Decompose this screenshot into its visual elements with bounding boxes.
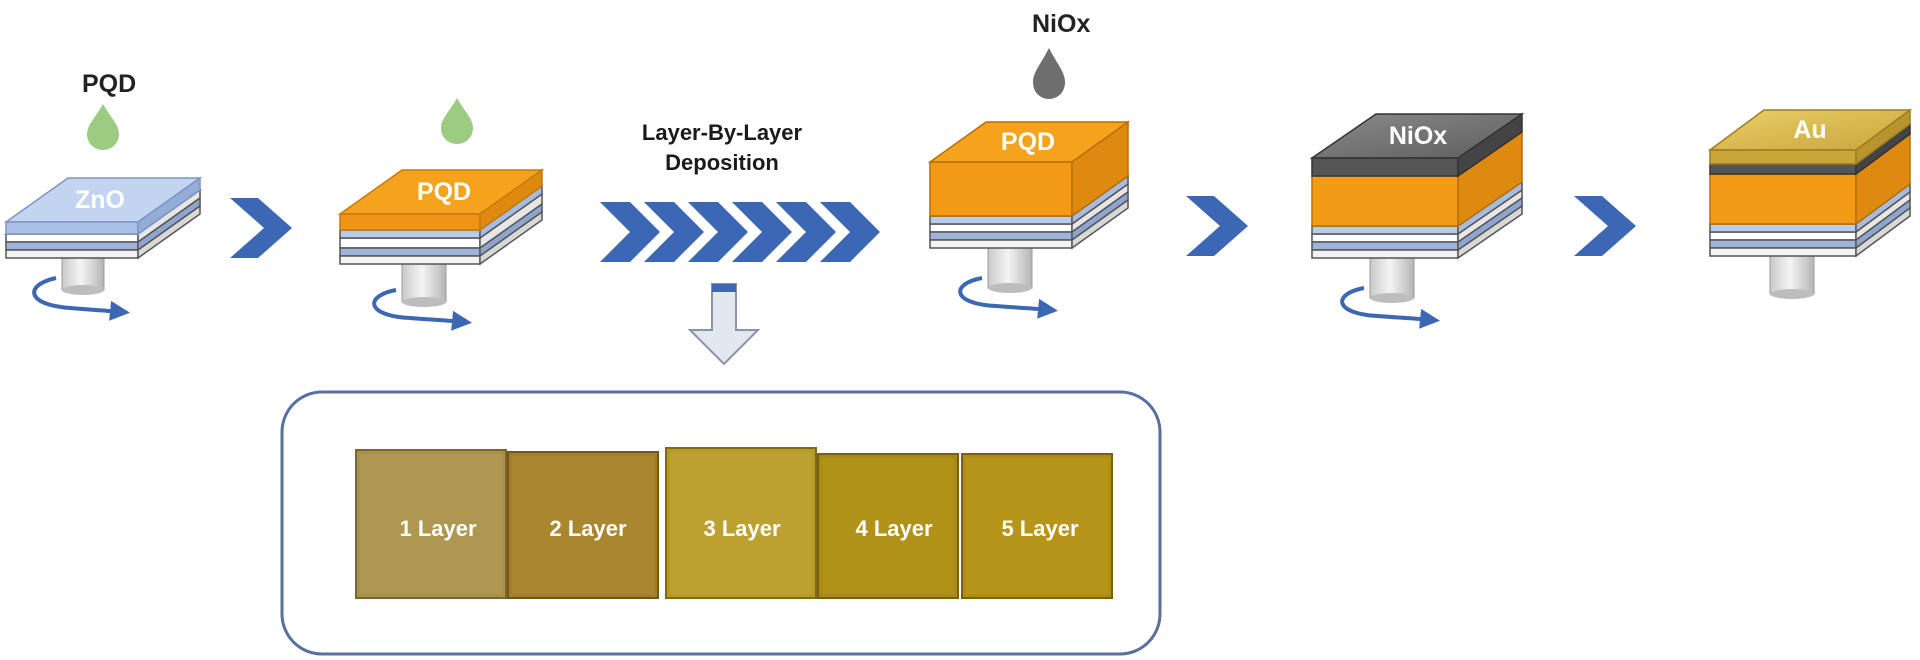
down-arrow-icon <box>687 283 761 366</box>
sample-tile: 3 Layer <box>665 447 817 599</box>
layer-label-pqd: PQD <box>417 178 471 206</box>
spin-chuck <box>1369 257 1415 303</box>
spin-chuck <box>401 261 447 307</box>
layer-label-niox: NiOx <box>1389 122 1447 150</box>
drop-label-niox: NiOx <box>1032 10 1090 38</box>
droplet-icon <box>87 104 119 150</box>
sample-tile: 4 Layer <box>817 453 959 599</box>
layer-label-au: Au <box>1793 116 1826 144</box>
spin-arrow-icon <box>1340 286 1440 329</box>
step-label-line1: Layer-By-Layer <box>642 120 803 145</box>
drop-label-pqd: PQD <box>82 70 136 98</box>
layer-samples-inset: 1 Layer 2 Layer 3 Layer 4 Layer 5 Layer <box>280 390 1162 656</box>
chevron-arrow-icon <box>644 202 704 262</box>
spin-arrow-icon <box>372 288 472 331</box>
stage-3-thick-pqd: NiOx PQD <box>927 10 1131 319</box>
sample-tile: 5 Layer <box>961 453 1113 599</box>
stage-4-niox: NiOx <box>1309 112 1525 329</box>
spin-arrow-icon <box>958 276 1058 319</box>
sample-tile: 2 Layer <box>507 451 659 599</box>
stage-1-zno: PQD ZnO <box>3 70 203 321</box>
sample-label: 5 Layer <box>1001 516 1078 541</box>
sample-label: 3 Layer <box>703 516 780 541</box>
sample-label: 4 Layer <box>855 516 932 541</box>
layer-label-pqd-thick: PQD <box>1001 128 1055 156</box>
stage-5-au: Au <box>1707 108 1913 299</box>
sample-label: 1 Layer <box>399 516 476 541</box>
layer-by-layer-step: Layer-By-Layer Deposition <box>600 120 880 366</box>
spin-chuck <box>987 247 1033 293</box>
chevron-arrow-icon <box>600 202 660 262</box>
chevron-arrow-icon <box>732 202 792 262</box>
spin-arrow-icon <box>32 276 130 321</box>
spin-chuck <box>1769 253 1815 299</box>
chevron-arrow-icon <box>230 198 292 258</box>
sample-tile: 1 Layer <box>355 449 507 599</box>
step-label-line2: Deposition <box>665 150 779 175</box>
layer-label-zno: ZnO <box>75 186 125 214</box>
chevron-arrow-icon <box>1574 196 1636 256</box>
chevron-arrow-icon <box>1186 196 1248 256</box>
chevron-arrow-icon <box>688 202 748 262</box>
droplet-icon <box>1033 48 1065 99</box>
sample-label: 2 Layer <box>549 516 626 541</box>
stage-2-pqd: PQD <box>337 98 545 331</box>
chevron-arrow-icon <box>776 202 836 262</box>
chevron-arrow-icon <box>820 202 880 262</box>
droplet-icon <box>441 98 473 144</box>
